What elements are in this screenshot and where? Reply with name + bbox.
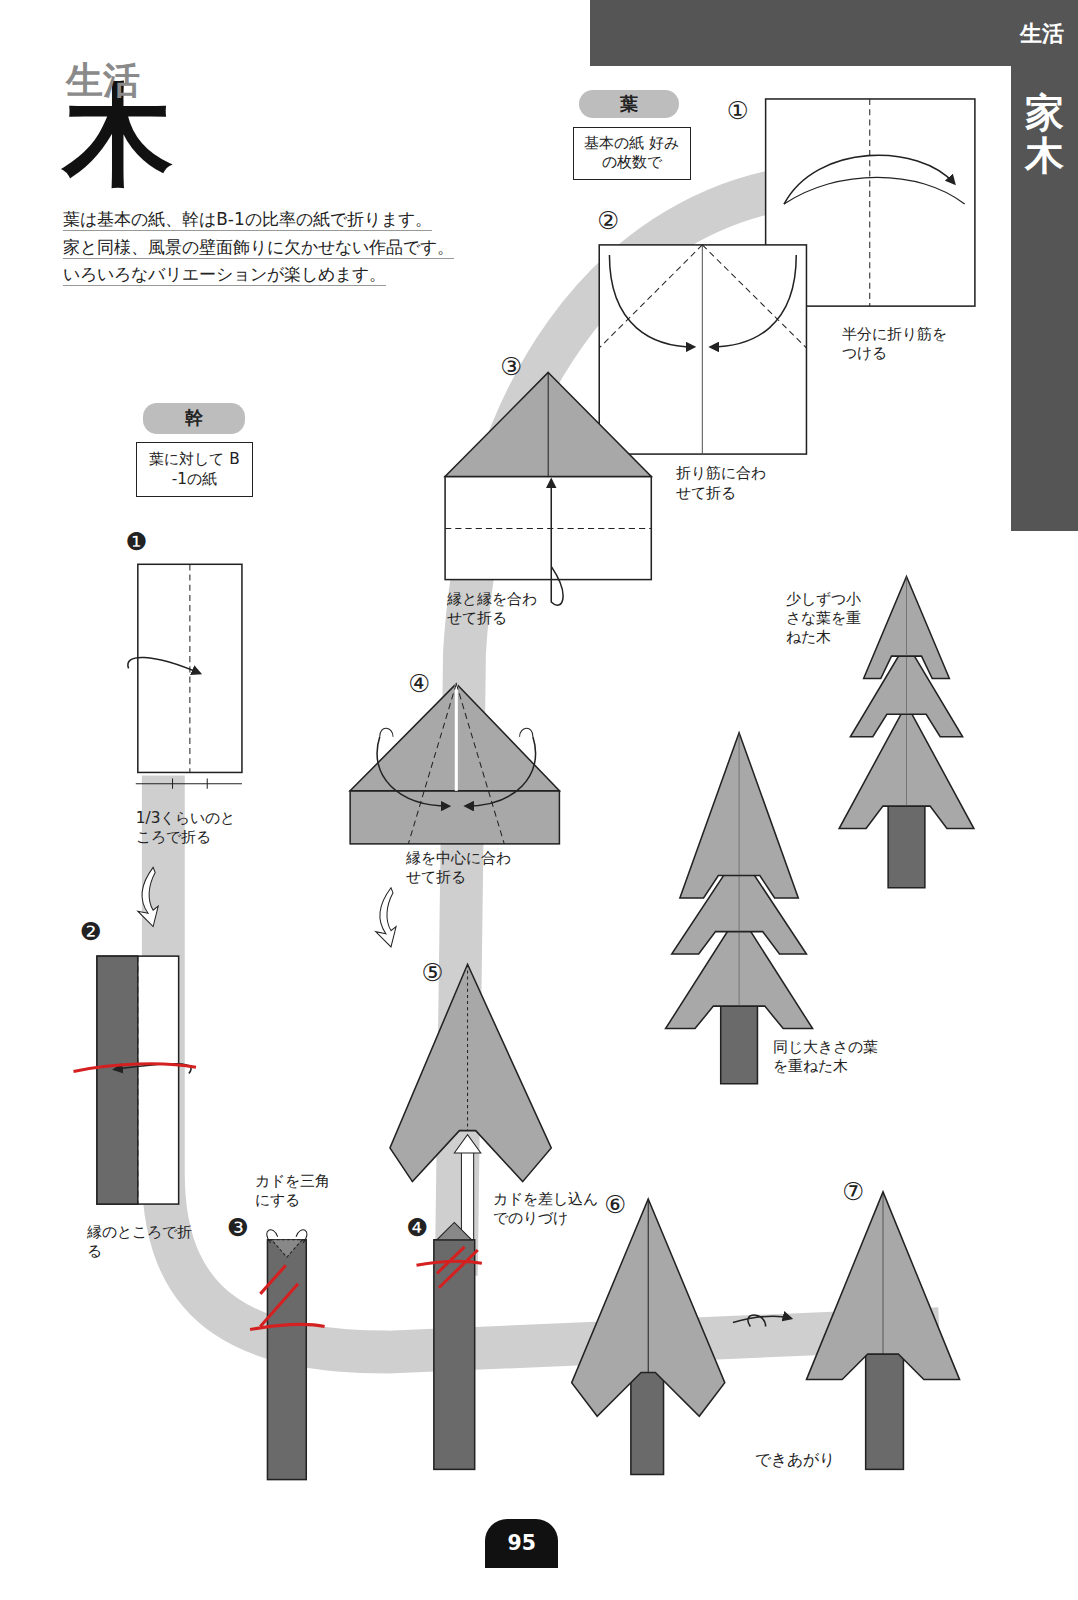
header-band: 生活 xyxy=(590,0,1078,66)
instruction-text: 縁のところで折る xyxy=(87,1223,201,1261)
step-number: ❹ xyxy=(406,1213,428,1244)
instruction-text: 1/3くらいのところで折る xyxy=(136,809,250,847)
node-text: 幹 xyxy=(185,407,203,430)
instruction-text: 折り筋に合わせて折る xyxy=(676,464,774,502)
instruction-text: カドを三角にする xyxy=(255,1172,343,1210)
instruction-text: 家と同様、風景の壁面飾りに欠かせない作品です。 xyxy=(63,237,454,259)
step-number: ③ xyxy=(500,352,522,383)
leaf-tier xyxy=(850,643,962,737)
step-number: ④ xyxy=(408,669,430,700)
category-label: 生活 xyxy=(66,63,140,100)
step-number: ⑤ xyxy=(422,958,444,989)
crease-line xyxy=(906,704,907,806)
tree-trunk xyxy=(721,1005,758,1084)
leaf-tier xyxy=(864,577,950,679)
instruction-text: カドを差し込んでのりづけ xyxy=(493,1190,607,1228)
paper-spec-box: 基本の紙 好みの枚数で xyxy=(573,127,691,180)
step-number: ❶ xyxy=(126,527,148,558)
step-number: ⑦ xyxy=(842,1177,864,1208)
step-number: ① xyxy=(727,96,749,127)
section-tab: 家木 xyxy=(1011,66,1078,530)
instruction-text: できあがり xyxy=(755,1450,835,1470)
leaf-tier xyxy=(680,733,798,898)
node-text: 家木 xyxy=(1025,92,1064,177)
instruction-text: 縁を中心に合わせて折る xyxy=(406,849,520,887)
step-number: ② xyxy=(597,206,619,237)
node-text: 葉に対して B-1の紙 xyxy=(147,450,242,488)
step-number: ❸ xyxy=(227,1213,249,1244)
part-pill: 葉 xyxy=(579,90,679,119)
instruction-text: 半分に折り筋をつける xyxy=(842,325,954,363)
crease-line xyxy=(906,577,907,657)
step-number: ⑥ xyxy=(604,1190,626,1221)
node-text: 葉 xyxy=(620,93,638,116)
instruction-text: いろいろなバリエーションが楽しめます。 xyxy=(63,264,386,286)
instruction-text: 縁と縁を合わせて折る xyxy=(447,590,545,628)
step-number: ❷ xyxy=(80,917,102,948)
node-text: 生活 xyxy=(1020,19,1064,47)
node-text: 95 xyxy=(507,1531,535,1557)
crease-line xyxy=(739,733,740,876)
instruction-text: 同じ大きさの葉を重ねた木 xyxy=(773,1038,887,1076)
paper-spec-box: 葉に対して B-1の紙 xyxy=(136,442,253,497)
instruction-text: 少しずつ小さな葉を重ねた木 xyxy=(786,590,870,647)
page-number: 95 xyxy=(485,1519,559,1568)
tree-trunk xyxy=(888,796,925,888)
part-pill: 幹 xyxy=(143,403,245,434)
node-text: 基本の紙 好みの枚数で xyxy=(584,134,679,172)
instruction-text: 葉は基本の紙、幹はB-1の比率の紙で折ります。 xyxy=(63,209,431,231)
